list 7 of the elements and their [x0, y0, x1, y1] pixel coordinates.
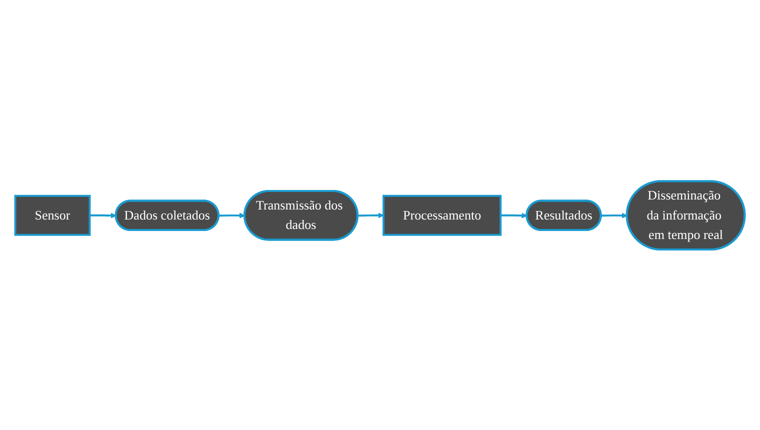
arrow	[90, 212, 116, 218]
arrow	[358, 212, 384, 218]
arrow	[218, 212, 246, 218]
arrow	[500, 212, 528, 218]
node-box: Processamento	[382, 194, 502, 236]
node-box: Sensor	[14, 194, 91, 236]
arrow	[601, 212, 628, 218]
